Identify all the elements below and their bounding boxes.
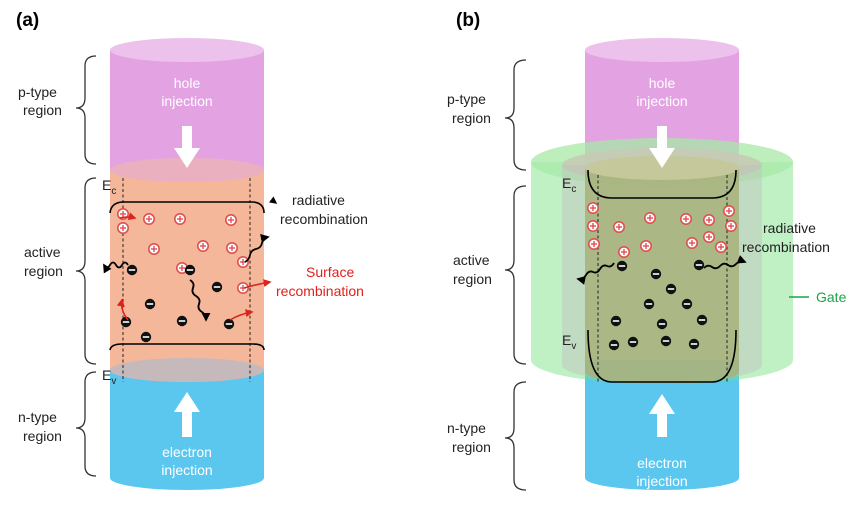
surface-label: Surface: [306, 264, 354, 280]
p-top-face-b: [585, 38, 739, 62]
active-bottom-face: [110, 358, 264, 382]
up-arrow-b: [649, 394, 675, 437]
surface-label-2: recombination: [276, 283, 364, 299]
panel-b: (b) hole injection electron injection Ec…: [447, 10, 847, 491]
brace-p-type-b: [504, 59, 527, 171]
p-type-label-b-2: region: [452, 110, 491, 126]
photon-left-a: [103, 261, 129, 274]
active-label-2: region: [24, 263, 63, 279]
surface-arrow-3: [243, 279, 272, 289]
active-top-face: [110, 158, 264, 182]
gate-label: Gate: [816, 289, 847, 305]
photon-arrow-top-a: [268, 196, 278, 204]
photon-right-b: [703, 255, 747, 270]
brace-active: [75, 177, 97, 365]
electron-injection-label-b-2: injection: [636, 473, 687, 489]
p-type-label-2: region: [23, 102, 62, 118]
brace-p-type: [75, 55, 97, 165]
brace-active-b: [504, 185, 527, 365]
radiative-label-b-2: recombination: [742, 239, 830, 255]
surface-arrow-2: [116, 298, 129, 321]
ec-label-b: Ec: [562, 175, 576, 195]
brace-n-type-b: [504, 381, 527, 491]
hole-injection-label-2: injection: [161, 93, 212, 109]
electron-injection-label-2: injection: [161, 462, 212, 478]
up-arrow: [174, 392, 200, 437]
panel-a: (a) hole injection electron injection Ec…: [16, 10, 368, 490]
photon-center-a: [189, 279, 211, 322]
radiative-label-a: radiative: [292, 192, 345, 208]
panel-b-tag: (b): [456, 10, 480, 31]
hole-injection-label-b: hole: [649, 75, 676, 91]
n-type-label-b: n-type: [447, 420, 486, 436]
hole-injection-label: hole: [174, 75, 201, 91]
active-label-b-2: region: [453, 271, 492, 287]
active-core-b: [585, 168, 739, 384]
ec-label-a: Ec: [102, 177, 116, 197]
n-type-label: n-type: [18, 409, 57, 425]
hole-injection-label-b-2: injection: [636, 93, 687, 109]
down-arrow-b: [649, 126, 675, 168]
valence-band-edge-b: [587, 329, 737, 383]
electron-injection-label: electron: [162, 444, 212, 460]
radiative-label-b: radiative: [763, 220, 816, 236]
surface-arrow-4: [229, 309, 254, 321]
surface-arrow-1: [119, 212, 137, 221]
electron-injection-label-b: electron: [637, 455, 687, 471]
n-type-label-b-2: region: [452, 439, 491, 455]
p-type-label-b: p-type: [447, 91, 486, 107]
brace-n-type: [75, 371, 97, 477]
active-label: active: [24, 244, 61, 260]
p-type-cylinder: [110, 50, 264, 182]
conduction-band-edge: [109, 201, 265, 214]
n-type-label-2: region: [23, 428, 62, 444]
valence-band-edge: [109, 343, 265, 351]
down-arrow: [174, 126, 200, 168]
ev-label-a: Ev: [102, 367, 116, 387]
panel-a-tag: (a): [16, 10, 39, 31]
radiative-label-a-2: recombination: [280, 211, 368, 227]
ev-label-b: Ev: [562, 332, 576, 352]
photon-right-a: [244, 234, 270, 263]
active-label-b: active: [453, 252, 490, 268]
conduction-band-edge-b: [587, 169, 737, 199]
p-type-label: p-type: [18, 84, 57, 100]
p-top-face: [110, 38, 264, 62]
photon-left-b: [576, 262, 615, 285]
